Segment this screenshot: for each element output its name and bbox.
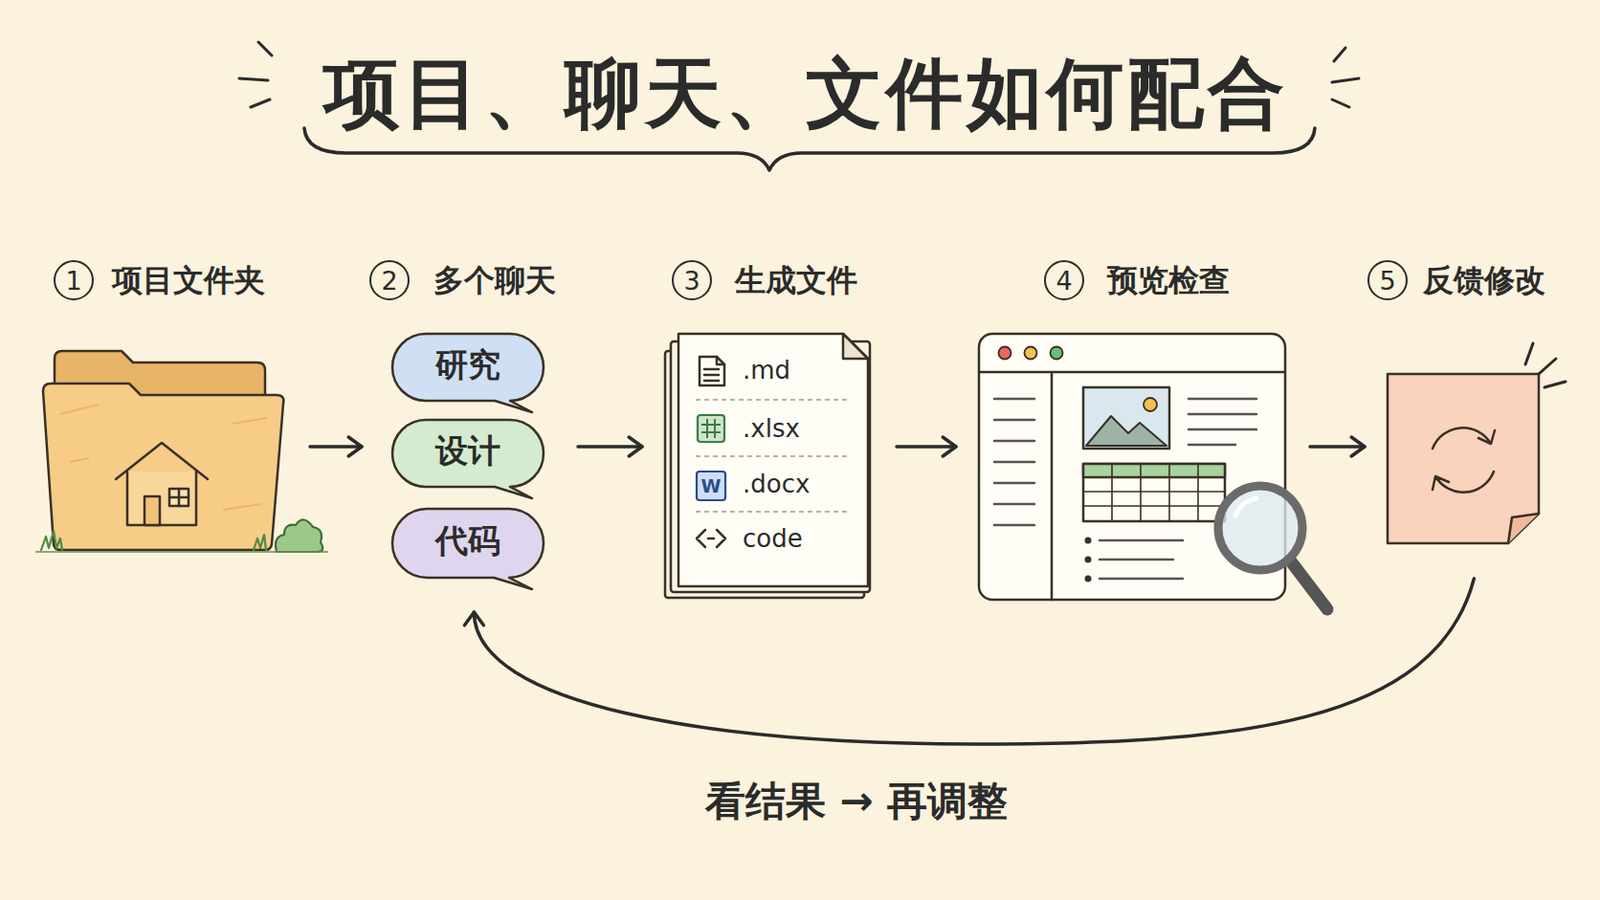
file-stack-art-part xyxy=(678,333,868,587)
edge-label: 看结果 → 再调整 xyxy=(705,777,1008,827)
flow-arrow xyxy=(310,437,362,457)
preview-window-art-part xyxy=(1083,464,1225,478)
chat-group: 多个聊天研究设计代码 xyxy=(382,325,556,589)
chat-topic: 代码 xyxy=(390,507,546,580)
file-type: .docx xyxy=(742,467,810,501)
file-stack-art-part xyxy=(843,333,868,359)
arrow-head xyxy=(628,437,643,457)
connector-line xyxy=(577,444,643,449)
preview-window-art-part xyxy=(1083,464,1225,522)
project-folder-art xyxy=(41,347,288,562)
flow-arrow xyxy=(896,437,956,457)
file-stack-art-part xyxy=(695,400,851,512)
preview-window-art-part xyxy=(999,347,1012,360)
project-folder-art-part xyxy=(41,531,267,551)
feedback-note: 反馈修改 xyxy=(1385,372,1541,546)
preview-window-art-part xyxy=(1235,498,1257,516)
preview-window-art-part xyxy=(1218,486,1303,571)
title-sparkle xyxy=(1332,47,1359,108)
docx-icon-letter: W xyxy=(696,471,726,501)
step-heading: 预览检查 xyxy=(1107,261,1230,300)
callout-number: 3 xyxy=(671,260,712,301)
chat-topic: 研究 xyxy=(390,332,546,403)
project-folder-art-part xyxy=(169,488,189,507)
preview-window-art-part xyxy=(1085,537,1092,545)
file-stack-art-part xyxy=(696,530,726,548)
project-folder-art-part xyxy=(35,551,329,554)
file-stack: 生成文件.md.xlsx.docxcode xyxy=(663,332,874,602)
chat-bubble: 代码 xyxy=(390,507,546,580)
callout-number: 1 xyxy=(53,260,94,301)
diagram-title: 项目、聊天、文件如何配合 xyxy=(323,47,1289,140)
feedback-note-art-part xyxy=(1432,427,1495,449)
preview-window-art-part xyxy=(1085,576,1092,583)
chat-topic: 设计 xyxy=(390,418,546,489)
callout-number: 4 xyxy=(1044,260,1085,301)
arrow-head xyxy=(464,612,484,626)
arrow-head xyxy=(942,437,956,457)
file-type: .xlsx xyxy=(742,412,800,445)
step-heading: 反馈修改 xyxy=(1422,261,1546,300)
project-folder-art-part xyxy=(43,383,284,551)
arrow-head xyxy=(1351,437,1365,457)
feedback-note-art-part xyxy=(1508,513,1539,544)
preview-window-art-part xyxy=(994,399,1035,526)
connector-line xyxy=(896,444,956,449)
file-stack-art-part xyxy=(696,471,726,501)
project-folder: 项目文件夹 xyxy=(41,347,288,562)
preview-window-art-part xyxy=(1083,387,1170,449)
callout-number: 2 xyxy=(369,260,410,301)
preview-window-art-part xyxy=(1050,347,1064,360)
project-folder-art-part xyxy=(169,488,189,507)
file-stack-art-part xyxy=(697,415,725,443)
flow-arrow xyxy=(577,437,643,457)
preview-window-art-part xyxy=(1188,399,1257,445)
feedback-note-art-part xyxy=(1432,471,1494,493)
preview-window-art xyxy=(977,332,1288,602)
file-stack-art-part xyxy=(701,419,721,439)
flow-arrow xyxy=(1310,437,1365,457)
feedback-note-art-part xyxy=(1387,374,1539,544)
preview-window-art-part xyxy=(1099,540,1183,579)
preview-window-art-part xyxy=(1290,561,1328,610)
feedback-note-art xyxy=(1385,372,1541,546)
file-stack-art-part xyxy=(699,356,725,386)
preview-window-art-part xyxy=(1083,464,1225,522)
preview-window-art-part xyxy=(1085,556,1092,564)
chat-bubble: 研究 xyxy=(390,332,546,403)
project-folder-art-part xyxy=(275,519,323,553)
file-type: .md xyxy=(742,354,791,387)
connector-line xyxy=(310,444,362,449)
callout-number: 5 xyxy=(1367,260,1408,301)
step-heading: 多个聊天 xyxy=(433,261,556,300)
step-heading: 项目文件夹 xyxy=(111,261,266,300)
file-stack-art-part xyxy=(704,356,725,381)
preview-window: 预览检查 xyxy=(977,332,1288,602)
connector-line xyxy=(1310,444,1365,449)
step-heading: 生成文件 xyxy=(734,261,858,300)
preview-window-art-part xyxy=(1143,398,1157,412)
chat-bubble: 设计 xyxy=(390,418,546,489)
title-sparkle xyxy=(239,42,272,108)
preview-window-art-part xyxy=(1086,416,1167,446)
project-folder-art-part xyxy=(144,496,160,526)
arrow-head xyxy=(348,437,362,457)
project-folder-art-part xyxy=(127,471,197,526)
file-type: code xyxy=(742,522,803,556)
preview-window-art-part xyxy=(1024,347,1038,360)
feedback-note-art-part xyxy=(1525,343,1566,388)
